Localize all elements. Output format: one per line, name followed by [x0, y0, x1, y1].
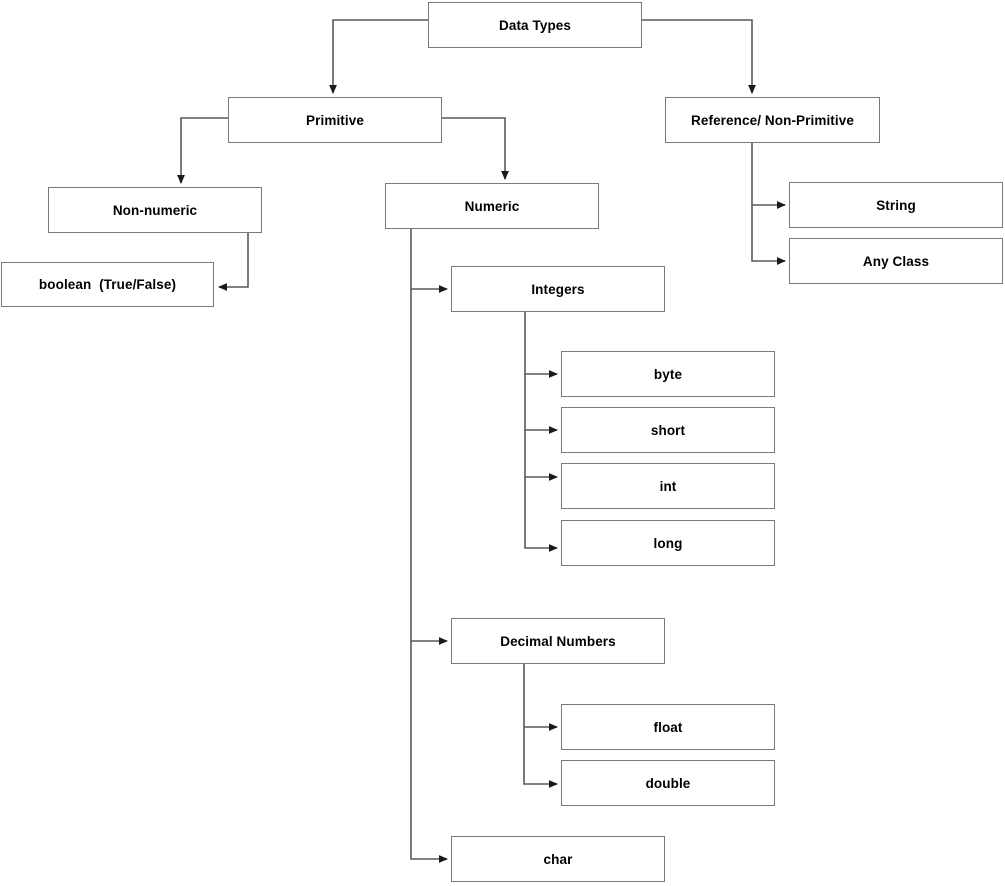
node-data-types[interactable]: Data Types [428, 2, 642, 48]
node-non-numeric[interactable]: Non-numeric [48, 187, 262, 233]
node-boolean[interactable]: boolean (True/False) [1, 262, 214, 307]
edge-data-types-to-primitive [329, 19, 428, 94]
edge-numeric-to-char [410, 641, 448, 863]
node-short[interactable]: short [561, 407, 775, 453]
edge-non-numeric-to-boolean [218, 233, 249, 291]
edge-numeric-to-integers [410, 229, 448, 293]
node-long[interactable]: long [561, 520, 775, 566]
node-float[interactable]: float [561, 704, 775, 750]
node-int[interactable]: int [561, 463, 775, 509]
node-char[interactable]: char [451, 836, 665, 882]
edge-integers-to-byte [524, 312, 558, 378]
node-decimal[interactable]: Decimal Numbers [451, 618, 665, 664]
edge-primitive-to-non-numeric [177, 117, 228, 184]
node-primitive[interactable]: Primitive [228, 97, 442, 143]
node-integers[interactable]: Integers [451, 266, 665, 312]
edge-reference-to-any-class [751, 205, 786, 265]
node-string[interactable]: String [789, 182, 1003, 228]
edge-decimal-to-float [523, 664, 558, 731]
edge-decimal-to-double [523, 727, 558, 788]
node-byte[interactable]: byte [561, 351, 775, 397]
edge-integers-to-int [524, 430, 558, 481]
edge-integers-to-long [524, 477, 558, 552]
edge-reference-to-string [751, 143, 786, 209]
edge-data-types-to-reference [642, 19, 756, 94]
node-double[interactable]: double [561, 760, 775, 806]
edge-integers-to-short [524, 374, 558, 434]
node-any-class[interactable]: Any Class [789, 238, 1003, 284]
edge-primitive-to-numeric [442, 117, 509, 180]
node-numeric[interactable]: Numeric [385, 183, 599, 229]
edge-numeric-to-decimal [410, 289, 448, 645]
node-reference[interactable]: Reference/ Non-Primitive [665, 97, 880, 143]
